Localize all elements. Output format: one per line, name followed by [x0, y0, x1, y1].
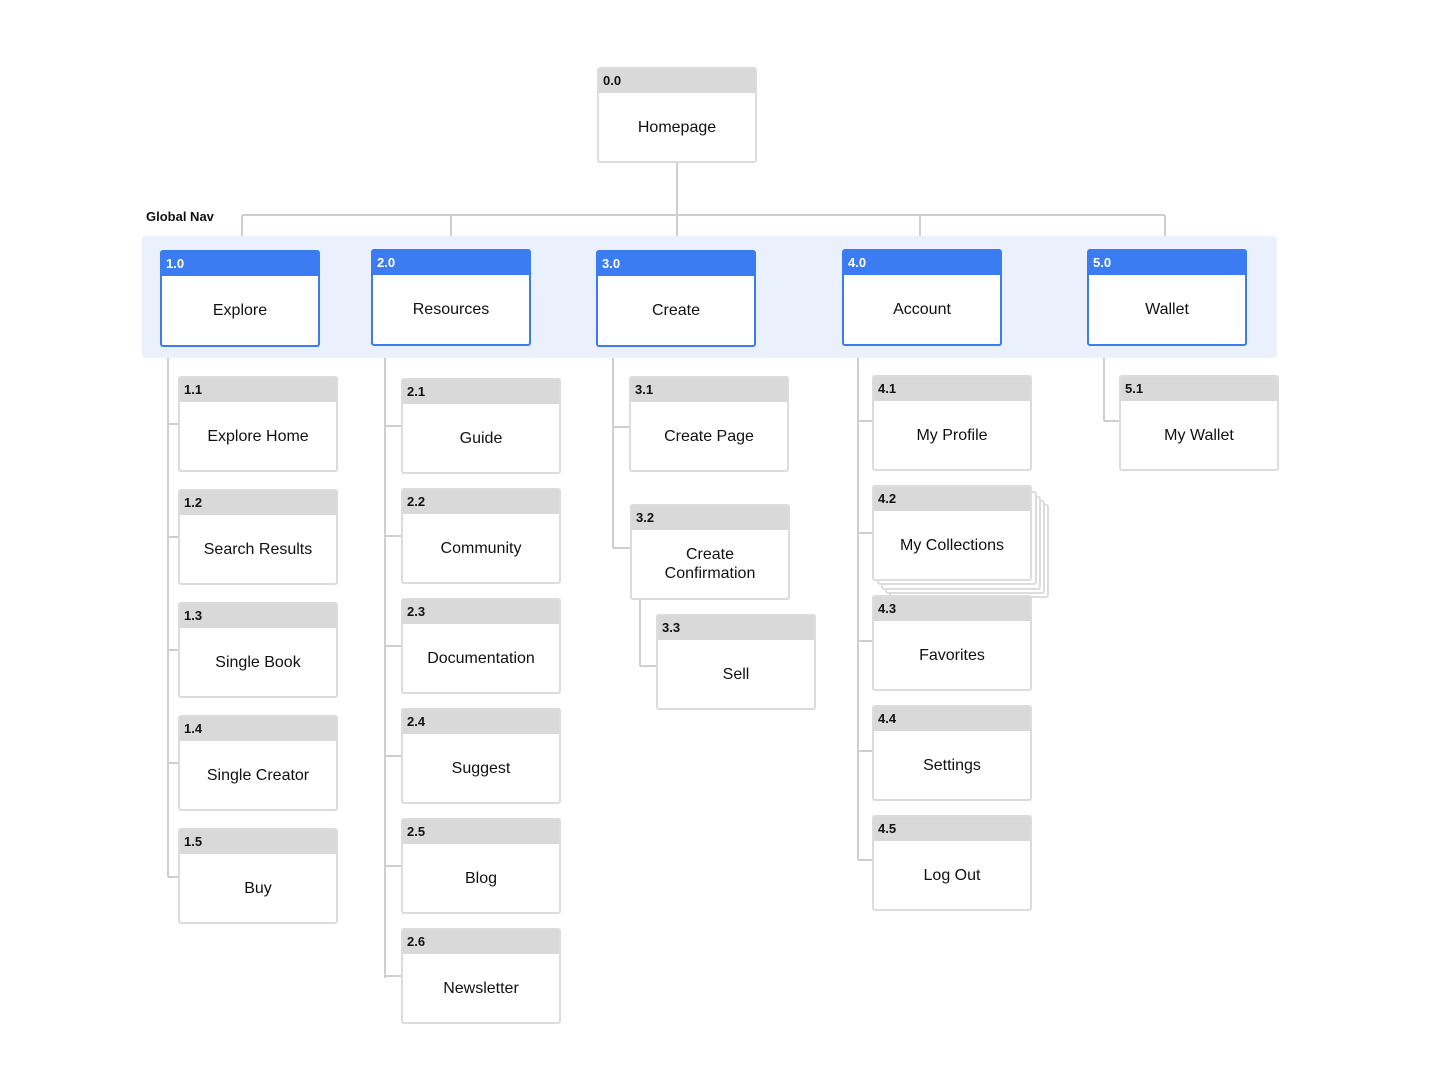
- page-my-profile[interactable]: 4.1 My Profile: [872, 375, 1032, 471]
- node-number: 4.5: [874, 817, 1030, 841]
- wallet-connector: [1103, 346, 1119, 422]
- node-label: Wallet: [1145, 301, 1189, 318]
- page-create-page[interactable]: 3.1 Create Page: [629, 376, 789, 472]
- node-number: 1.2: [180, 491, 336, 515]
- node-label: Guide: [459, 429, 503, 447]
- node-label: Community: [440, 539, 522, 557]
- account-connector: [857, 346, 872, 861]
- create-connector: [612, 346, 656, 667]
- node-label: Explore Home: [207, 427, 309, 445]
- node-number: 4.4: [874, 707, 1030, 731]
- node-number: 2.5: [403, 820, 559, 844]
- nav-create[interactable]: 3.0 Create: [596, 250, 756, 347]
- node-label: Account: [893, 301, 951, 318]
- node-label: My Wallet: [1164, 426, 1234, 444]
- page-my-collections[interactable]: 4.2 My Collections: [872, 485, 1032, 581]
- node-label: Create Page: [664, 427, 754, 445]
- node-number: 3.0: [598, 252, 754, 276]
- node-number: 4.0: [844, 251, 1000, 275]
- node-number: 1.1: [180, 378, 336, 402]
- node-number: 3.2: [632, 506, 788, 530]
- node-label: Favorites: [919, 646, 985, 664]
- nav-resources[interactable]: 2.0 Resources: [371, 249, 531, 346]
- page-search-results[interactable]: 1.2 Search Results: [178, 489, 338, 585]
- node-label: Homepage: [637, 118, 717, 136]
- page-suggest[interactable]: 2.4 Suggest: [401, 708, 561, 804]
- node-number: 4.1: [874, 377, 1030, 401]
- node-number: 2.0: [373, 251, 529, 275]
- node-number: 1.5: [180, 830, 336, 854]
- page-favorites[interactable]: 4.3 Favorites: [872, 595, 1032, 691]
- node-label: Suggest: [451, 759, 511, 777]
- page-newsletter[interactable]: 2.6 Newsletter: [401, 928, 561, 1024]
- node-number: 3.3: [658, 616, 814, 640]
- page-blog[interactable]: 2.5 Blog: [401, 818, 561, 914]
- node-number: 3.1: [631, 378, 787, 402]
- page-documentation[interactable]: 2.3 Documentation: [401, 598, 561, 694]
- node-number: 2.1: [403, 380, 559, 404]
- nav-account[interactable]: 4.0 Account: [842, 249, 1002, 346]
- explore-connector: [167, 346, 178, 878]
- node-label: Sell: [722, 665, 750, 683]
- page-guide[interactable]: 2.1 Guide: [401, 378, 561, 474]
- node-number: 2.4: [403, 710, 559, 734]
- node-label: Documentation: [427, 649, 535, 667]
- page-single-book[interactable]: 1.3 Single Book: [178, 602, 338, 698]
- node-label: Buy: [244, 879, 272, 897]
- node-label: Create Confirmation: [664, 546, 756, 582]
- page-my-wallet[interactable]: 5.1 My Wallet: [1119, 375, 1279, 471]
- node-label: Log Out: [923, 866, 981, 884]
- node-label: Newsletter: [443, 979, 519, 997]
- node-number: 1.4: [180, 717, 336, 741]
- page-sell[interactable]: 3.3 Sell: [656, 614, 816, 710]
- page-explore-home[interactable]: 1.1 Explore Home: [178, 376, 338, 472]
- node-label: My Profile: [916, 426, 988, 444]
- page-settings[interactable]: 4.4 Settings: [872, 705, 1032, 801]
- page-community[interactable]: 2.2 Community: [401, 488, 561, 584]
- node-number: 5.0: [1089, 251, 1245, 275]
- node-number: 0.0: [599, 69, 755, 93]
- node-label: Explore: [212, 302, 268, 319]
- node-number: 2.2: [403, 490, 559, 514]
- node-homepage[interactable]: 0.0 Homepage: [597, 67, 757, 163]
- node-number: 1.3: [180, 604, 336, 628]
- node-label: Single Creator: [206, 766, 310, 784]
- node-label: Resources: [412, 301, 490, 318]
- node-label: Settings: [923, 756, 981, 774]
- node-label: Blog: [464, 869, 498, 887]
- root-connector: [241, 162, 1166, 250]
- page-single-creator[interactable]: 1.4 Single Creator: [178, 715, 338, 811]
- node-number: 4.3: [874, 597, 1030, 621]
- page-create-confirmation[interactable]: 3.2 Create Confirmation: [630, 504, 790, 600]
- node-number: 5.1: [1121, 377, 1277, 401]
- node-label: Create: [651, 302, 701, 319]
- node-number: 1.0: [162, 252, 318, 276]
- node-label: Single Book: [215, 653, 301, 671]
- resources-connector: [384, 346, 401, 978]
- global-nav-label: Global Nav: [146, 209, 214, 224]
- nav-explore[interactable]: 1.0 Explore: [160, 250, 320, 347]
- page-log-out[interactable]: 4.5 Log Out: [872, 815, 1032, 911]
- node-number: 2.6: [403, 930, 559, 954]
- page-buy[interactable]: 1.5 Buy: [178, 828, 338, 924]
- node-label: Search Results: [203, 540, 313, 558]
- nav-wallet[interactable]: 5.0 Wallet: [1087, 249, 1247, 346]
- node-number: 2.3: [403, 600, 559, 624]
- node-label: My Collections: [899, 536, 1005, 554]
- node-number: 4.2: [874, 487, 1030, 511]
